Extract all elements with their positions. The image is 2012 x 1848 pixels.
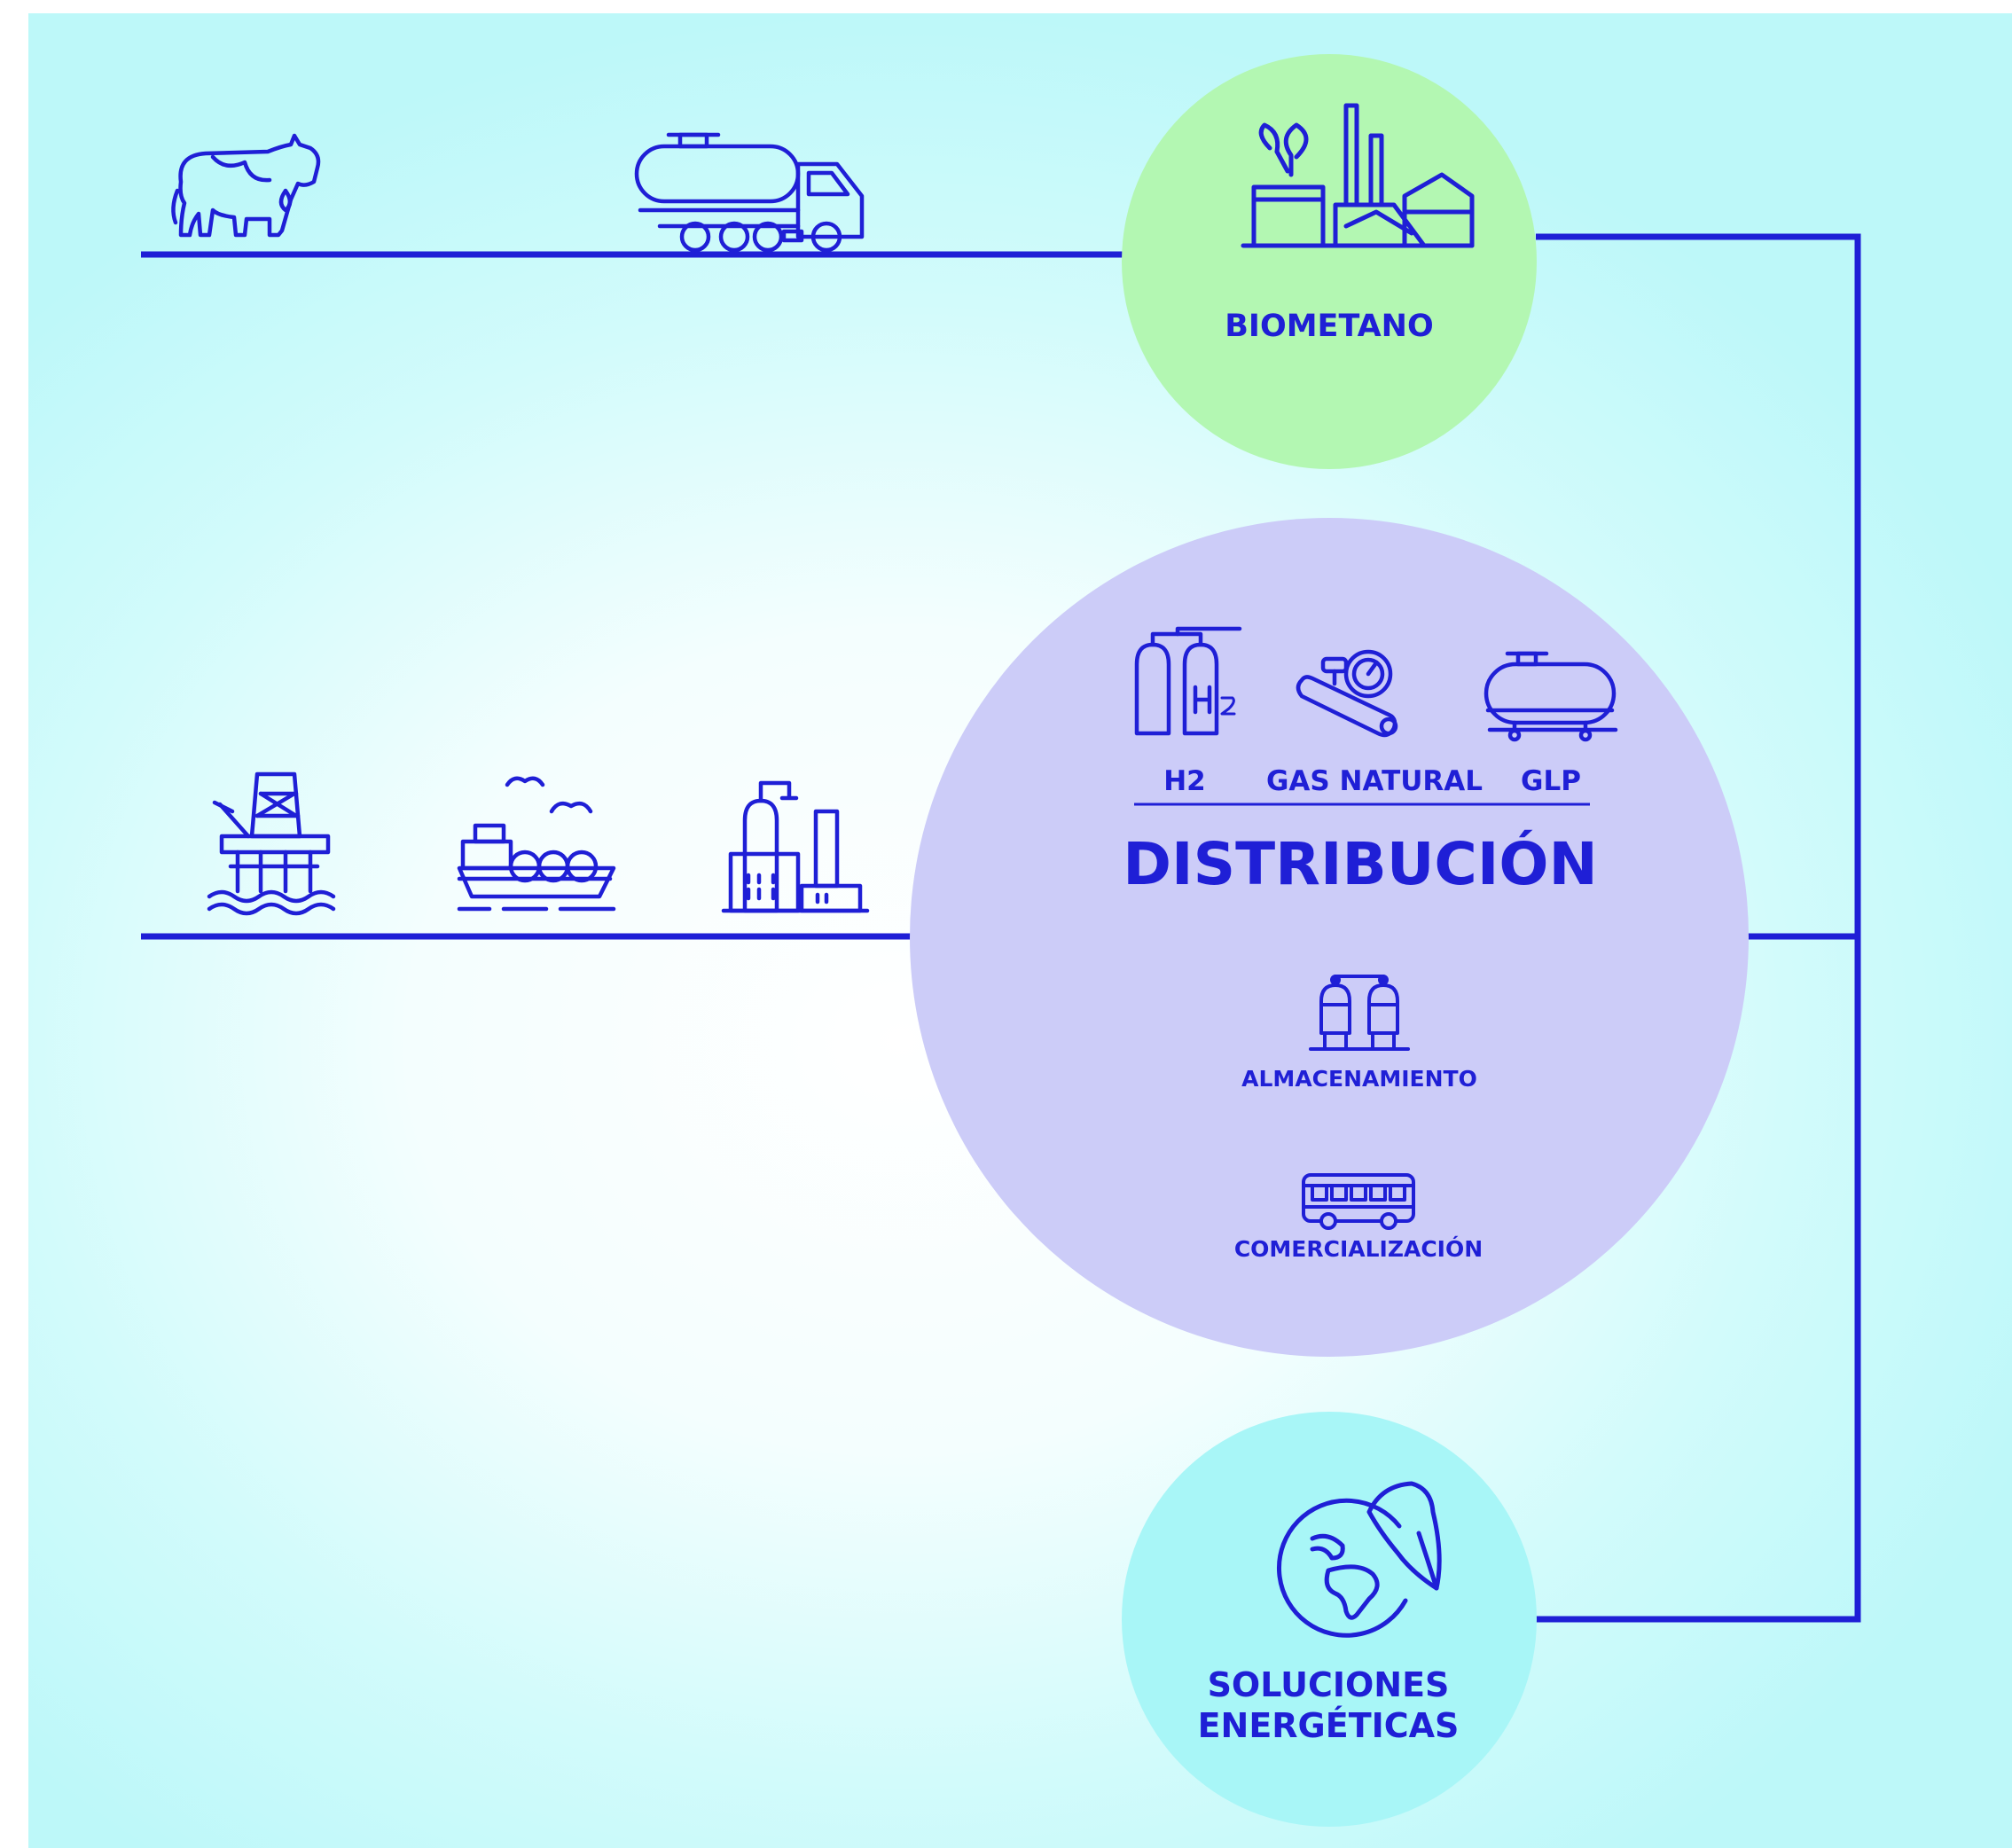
biometano-label: BIOMETANO — [1225, 309, 1433, 344]
storage-tanks-icon — [1309, 975, 1410, 1051]
biogas-plant-icon — [1241, 103, 1475, 248]
tanker-truck-icon — [634, 132, 865, 253]
flow-diagram: BIOMETANO H2 GAS NATURAL GLP DISTRIBUCIÓ… — [141, 54, 1861, 1827]
glp-label: GLP — [1521, 765, 1581, 797]
globe-leaf-icon — [1276, 1481, 1442, 1638]
cow-icon — [171, 133, 321, 238]
h2-label: H2 — [1163, 765, 1206, 797]
lpg-tank-icon — [1484, 651, 1618, 742]
soluciones-circle — [1122, 1412, 1537, 1827]
refinery-icon — [721, 780, 870, 913]
almacenamiento-label: ALMACENAMIENTO — [1241, 1066, 1477, 1092]
diagram-canvas: BIOMETANO H2 GAS NATURAL GLP DISTRIBUCIÓ… — [28, 13, 2012, 1848]
hydrogen-tanks-icon — [1134, 626, 1242, 736]
right-bracket-line — [1536, 233, 1861, 1623]
biometano-circle — [1122, 54, 1537, 469]
distribucion-title: DISTRIBUCIÓN — [1123, 830, 1598, 898]
soluciones-label-line2: ENERGÉTICAS — [1198, 1706, 1460, 1745]
bus-icon — [1302, 1173, 1415, 1230]
comercializacion-label: COMERCIALIZACIÓN — [1234, 1235, 1483, 1262]
soluciones-label-line1: SOLUCIONES — [1208, 1665, 1450, 1704]
distribucion-circle — [910, 518, 1749, 1357]
oil-platform-icon — [207, 771, 336, 916]
gas-pipeline-icon — [1296, 649, 1398, 738]
lng-ship-icon — [457, 776, 616, 912]
gas-natural-label: GAS NATURAL — [1266, 765, 1483, 797]
